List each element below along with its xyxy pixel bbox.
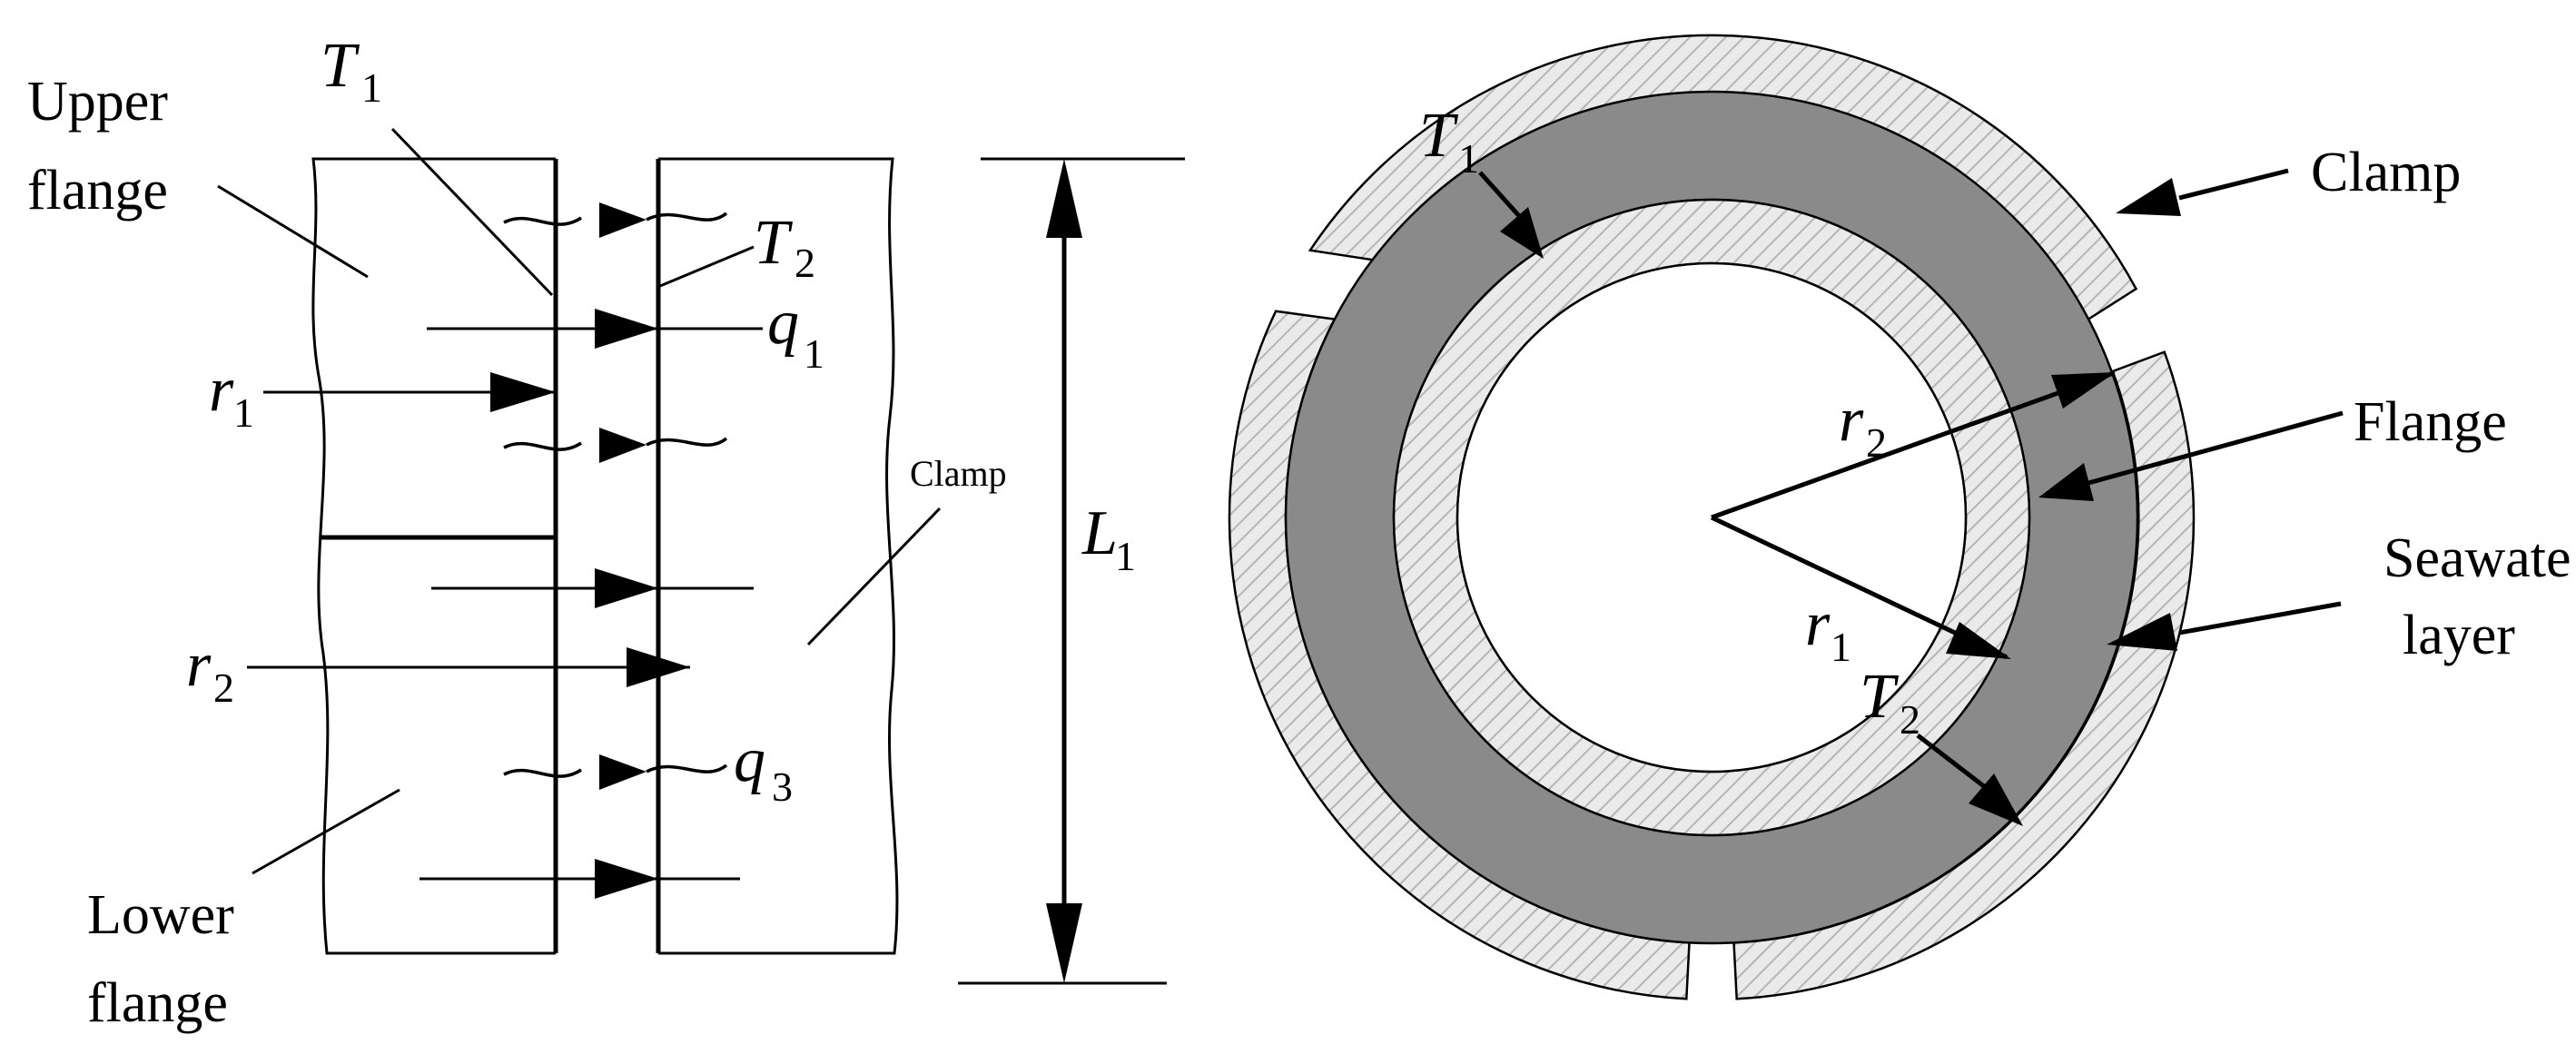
right-leaders (1478, 168, 2344, 826)
T1-label-right-sub: 1 (1458, 135, 1479, 182)
wavy-tail-mid (646, 437, 728, 447)
r1-label-left: r (209, 355, 234, 425)
r2-radius-line (1711, 371, 2112, 520)
r1-radius-arrowhead (1946, 622, 2011, 659)
q1-label: q (767, 288, 799, 358)
wavy-arrowhead-top (599, 202, 646, 238)
seawater-leader-right (2178, 601, 2342, 635)
r2-label-left: r (186, 630, 212, 700)
T2-label-right-sub: 2 (1900, 696, 1920, 743)
T1-label-left: T (321, 31, 360, 101)
T2-label-left: T (754, 208, 794, 278)
flange-label-right: Flange (2354, 391, 2507, 453)
right-cross-section (1228, 34, 2196, 1000)
r1-label-left-sub: 1 (233, 389, 254, 436)
T1-label-left-sub: 1 (361, 64, 382, 111)
L1-label-sub: 1 (1115, 533, 1136, 579)
r2-label-right-sub: 2 (1866, 419, 1887, 466)
T1-leader-right (1478, 171, 1523, 220)
L1-label: L (1081, 498, 1118, 568)
lower-flange-label-line2: flange (87, 972, 228, 1034)
clamp-label-left: Clamp (910, 453, 1007, 494)
wavy-tail-top (646, 212, 728, 222)
clamp-leader-right (2178, 168, 2289, 201)
wavy-arrow-top (503, 216, 582, 226)
upper-flange-label-line2: flange (27, 160, 168, 222)
flange-leader-right-arrowhead (2038, 463, 2094, 501)
wavy-arrowhead-low (599, 754, 646, 790)
right-labels: T 1 Clamp Flange Seawate layer r 2 r 1 T… (1419, 101, 2571, 743)
q1-arrowhead (595, 309, 658, 349)
r1-arrowhead (490, 372, 556, 412)
left-schematic: Upper flange Lower flange Clamp T 1 T 2 … (27, 31, 1185, 1034)
upper-flange-leader (217, 184, 369, 279)
r1-label-right: r (1805, 589, 1831, 659)
upper-flange-label-line1: Upper (27, 71, 168, 133)
flange-body-outline (311, 157, 556, 955)
seawater-label-line1: Seawate (2384, 527, 2571, 589)
wavy-arrow-mid (503, 441, 582, 451)
r2-label-left-sub: 2 (213, 665, 234, 711)
T2-leader-right (1916, 734, 1990, 792)
r2-arrowhead (627, 647, 690, 687)
mid-arrowhead (595, 568, 658, 608)
r2-label-right: r (1839, 385, 1864, 455)
T1-leader (390, 127, 554, 297)
T2-leader (659, 245, 755, 288)
clamp-leader (806, 507, 942, 646)
flange-leader-right (2087, 410, 2344, 486)
wavy-tail-low (646, 763, 728, 773)
seawater-label-line2: layer (2403, 605, 2515, 666)
clamp-leader-right-arrowhead (2116, 178, 2181, 216)
T2-leader-right-arrowhead (1969, 773, 2023, 826)
r2-radius-arrowhead (2051, 372, 2116, 409)
clamp-label-right: Clamp (2311, 142, 2461, 203)
L1-arrowhead-bottom (1046, 903, 1082, 983)
wavy-arrowhead-mid (599, 428, 646, 463)
T1-leader-right-arrowhead (1500, 207, 1544, 259)
T2-label-right: T (1860, 662, 1900, 732)
bottom-arrowhead (595, 859, 658, 899)
seawater-leader-right-arrowhead (2107, 613, 2177, 651)
q3-label: q (734, 725, 765, 795)
clamp-body-outline (658, 157, 899, 955)
q3-label-sub: 3 (772, 763, 793, 810)
lower-flange-label-line1: Lower (87, 884, 234, 946)
T2-label-left-sub: 2 (795, 240, 815, 286)
L1-arrowhead-top (1046, 159, 1082, 238)
q1-label-sub: 1 (804, 330, 824, 377)
wavy-arrow-low (503, 768, 582, 778)
r1-label-right-sub: 1 (1831, 624, 1851, 670)
T1-label-right: T (1419, 101, 1459, 171)
lower-flange-leader (252, 788, 400, 875)
